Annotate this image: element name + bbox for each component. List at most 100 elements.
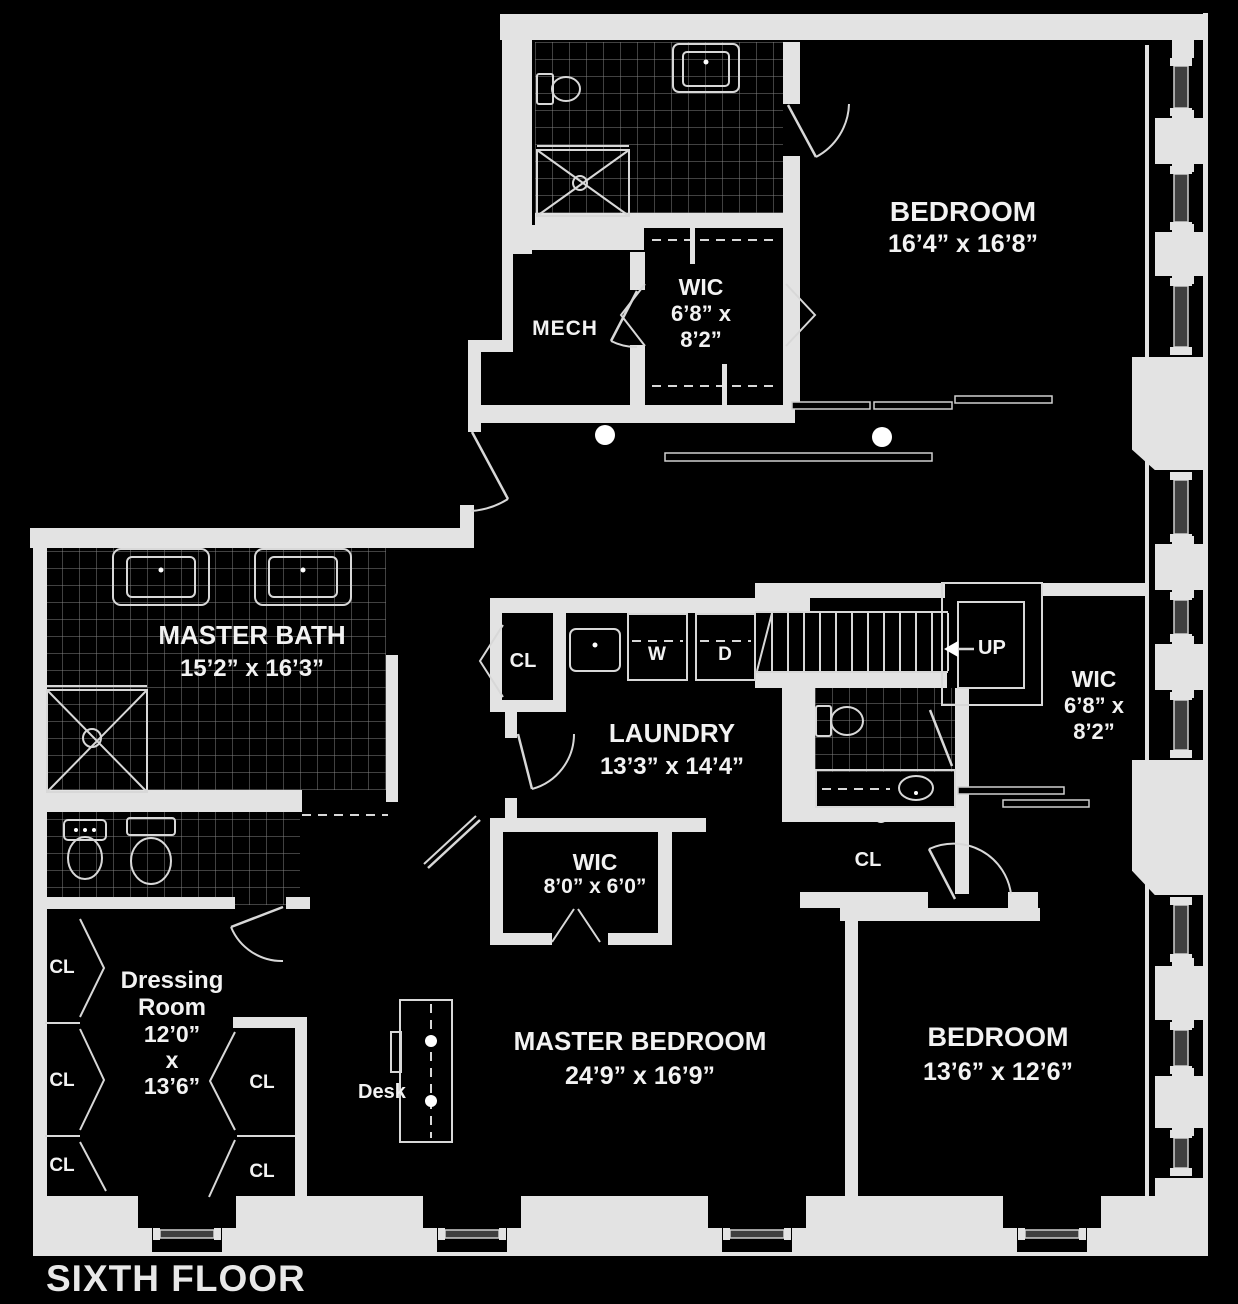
wall [295, 1017, 307, 1203]
stairs-up-label: UP [978, 637, 1006, 659]
window-pillar [1155, 544, 1205, 590]
room-label-mech: MECH [532, 317, 598, 340]
closet-label: CL [509, 650, 537, 672]
small-bath-tile-floor [815, 688, 955, 772]
master-bath-toilet-tile-floor [45, 812, 300, 905]
sink-icon [672, 43, 740, 93]
master-bath-tile-floor [45, 548, 386, 790]
dryer-label: D [718, 644, 732, 665]
wall [658, 830, 672, 945]
window-pillar [1155, 1178, 1205, 1198]
window-pillar [1155, 644, 1205, 690]
wall [490, 613, 502, 712]
bifold-door-icon [478, 624, 504, 698]
window [138, 1196, 236, 1228]
wall [755, 672, 947, 688]
room-dims-master-bedroom: 24’9” x 16’9” [564, 1062, 716, 1090]
toilet-icon [536, 73, 581, 105]
door-swing [786, 103, 850, 158]
door-knob-icon [874, 809, 888, 823]
room-label-master-bedroom: MASTER BEDROOM [513, 1026, 767, 1056]
wall [505, 712, 517, 738]
bifold-door-icon [551, 908, 601, 943]
closet-label: CL [49, 1070, 75, 1091]
window-bay [1132, 760, 1208, 895]
door-swing [609, 290, 639, 349]
desk-label: Desk [358, 1081, 406, 1103]
window-pillar [1155, 118, 1205, 164]
floor-title: SIXTH FLOOR [46, 1258, 306, 1299]
wall [630, 345, 645, 405]
shower-icon [46, 685, 148, 793]
window-glass [1170, 58, 1192, 1176]
wall [630, 252, 645, 290]
shower-door-icon [928, 709, 954, 767]
wall [502, 225, 644, 250]
wall [468, 350, 481, 432]
wall [1042, 583, 1145, 596]
closet-rod [652, 228, 778, 408]
wall [30, 528, 474, 548]
wall-window-inner-line [1145, 45, 1149, 1197]
window [1003, 1196, 1101, 1228]
room-label-laundry: LAUNDRY [608, 718, 736, 748]
window-pillar [1155, 232, 1205, 276]
wall [502, 14, 532, 254]
wall [608, 933, 670, 945]
wall-window-outer-line [1203, 13, 1208, 1256]
room-dims-wic-right-2: 8’2” [1073, 719, 1115, 744]
up-arrow-icon [944, 641, 974, 657]
room-label-bedroom-bottom: BEDROOM [927, 1022, 1069, 1052]
door-swing [230, 905, 284, 963]
wall [840, 908, 1040, 921]
wall [490, 933, 552, 945]
window-bay [1132, 357, 1208, 470]
wall [45, 790, 302, 812]
wall [490, 700, 566, 712]
closet-label: CL [249, 1072, 275, 1093]
door-swing [927, 842, 1012, 900]
wall [468, 340, 513, 352]
wall [490, 818, 706, 832]
window-mullion [1172, 40, 1194, 58]
room-dims-bedroom-bottom: 13’6” x 12’6” [922, 1058, 1074, 1086]
room-dims-bedroom-top: 16’4” x 16’8” [887, 230, 1039, 258]
room-label-bedroom-top: BEDROOM [889, 196, 1037, 227]
closet-label: CL [249, 1161, 275, 1182]
room-dims-dressing-3: 13’6” [143, 1073, 201, 1099]
closet-label: CL [49, 1155, 75, 1176]
wall [460, 505, 474, 533]
wall [480, 405, 795, 423]
window [708, 1196, 806, 1228]
room-label-master-bath: MASTER BATH [158, 620, 346, 650]
room-dims-wic-top-2: 8’2” [680, 327, 722, 352]
bifold-door-icon [45, 918, 295, 1198]
room-dims-master-bath: 15’2” x 16’3” [179, 655, 325, 682]
wall [845, 921, 858, 1198]
room-label-dressing-2: Room [138, 994, 206, 1021]
dryer-box [695, 613, 756, 681]
door-swing [423, 815, 481, 869]
washer-label: W [648, 644, 666, 665]
closet-label: CL [854, 849, 882, 871]
column-icon [595, 425, 615, 445]
bidet-icon [63, 819, 107, 880]
door-swing [516, 733, 575, 790]
window [423, 1196, 521, 1228]
vanity-sink-icon [815, 769, 956, 808]
wall [553, 613, 566, 712]
wall [502, 250, 513, 345]
sliding-door-track [957, 786, 1090, 808]
wall [500, 14, 1205, 40]
room-label-wic-right: WIC [1071, 666, 1117, 692]
wall [490, 598, 810, 613]
wall [490, 830, 503, 945]
room-dims-wic-right-1: 6’8” x [1064, 693, 1124, 718]
wall [782, 672, 815, 822]
room-dims-dressing-1: 12’0” [143, 1021, 201, 1047]
column-icon [872, 427, 892, 447]
wall [33, 897, 235, 909]
wall [783, 42, 800, 104]
